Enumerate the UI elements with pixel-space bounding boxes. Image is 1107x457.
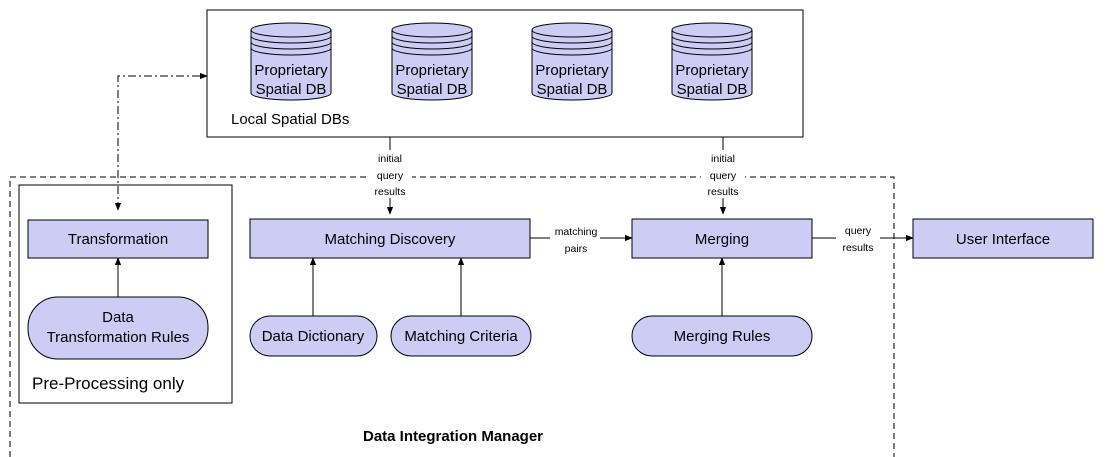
- initial-results-left-line1: initial: [378, 153, 402, 165]
- proprietary-db-4: Proprietary Spatial DB: [671, 22, 753, 101]
- pre-processing-label: Pre-Processing only: [32, 374, 185, 393]
- initial-results-right-line2: query: [710, 170, 737, 182]
- matching-discovery-label: Matching Discovery: [325, 231, 456, 248]
- merging-rules-label: Merging Rules: [674, 328, 771, 345]
- data-integration-manager-boundary: [9, 176, 895, 457]
- matching-criteria-label: Matching Criteria: [404, 328, 518, 345]
- local-spatial-dbs-label: Local Spatial DBs: [231, 111, 349, 128]
- query-results-line2: results: [843, 242, 874, 254]
- transformation-db-link: [114, 72, 208, 211]
- user-interface-label: User Interface: [956, 231, 1050, 248]
- transformation-box: [27, 219, 209, 259]
- pre-processing-frame: [18, 184, 233, 404]
- matching-pairs-line1: matching: [555, 226, 598, 238]
- db-label-line1: Proprietary: [254, 62, 328, 79]
- proprietary-db-3: Proprietary Spatial DB: [531, 22, 613, 101]
- query-results-line1: query: [845, 225, 872, 237]
- data-transformation-rules-pill: [27, 296, 209, 360]
- proprietary-db-2: Proprietary Spatial DB: [391, 22, 473, 101]
- data-dictionary-label: Data Dictionary: [262, 328, 365, 345]
- db-label-line1: Proprietary: [395, 62, 469, 79]
- rules-label-line2: Transformation Rules: [47, 329, 190, 346]
- initial-results-right-line1: initial: [711, 153, 735, 165]
- rules-label-line1: Data: [102, 309, 134, 326]
- data-integration-manager-label: Data Integration Manager: [363, 428, 543, 445]
- initial-results-right-line3: results: [708, 186, 739, 198]
- proprietary-db-1: Proprietary Spatial DB: [250, 22, 332, 101]
- merging-label: Merging: [695, 231, 749, 248]
- initial-results-left-line2: query: [377, 170, 404, 182]
- user-interface-box: [912, 218, 1094, 259]
- initial-results-left-line3: results: [375, 186, 406, 198]
- db-label-line1: Proprietary: [535, 62, 609, 79]
- db-label-line1: Proprietary: [675, 62, 749, 79]
- matching-pairs-line2: pairs: [565, 243, 588, 255]
- db-label-line2: Spatial DB: [537, 81, 608, 98]
- db-label-line2: Spatial DB: [677, 81, 748, 98]
- transformation-label: Transformation: [68, 231, 168, 248]
- merging-box: [631, 218, 813, 259]
- db-label-line2: Spatial DB: [397, 81, 468, 98]
- db-label-line2: Spatial DB: [256, 81, 327, 98]
